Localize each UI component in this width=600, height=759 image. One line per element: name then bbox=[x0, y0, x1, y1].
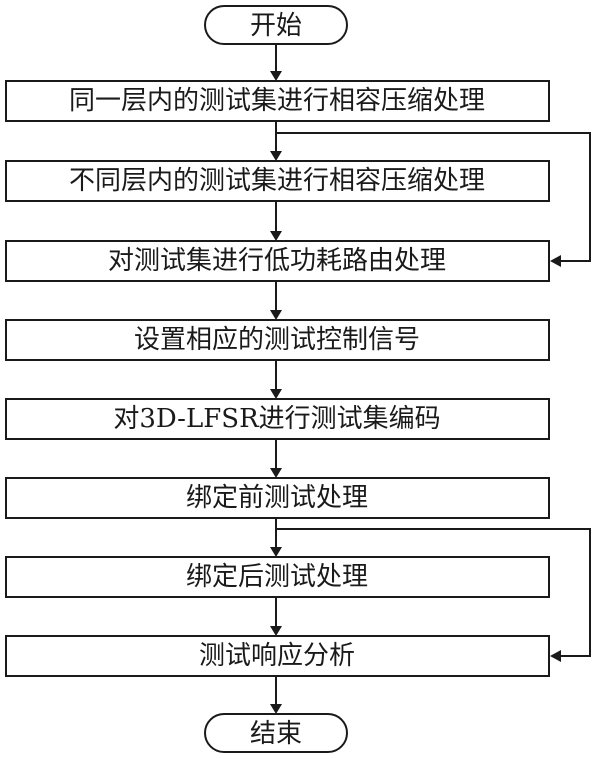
step-box-2 bbox=[5, 160, 550, 202]
arrowhead-7 bbox=[270, 547, 282, 557]
start-label: 开始 bbox=[250, 11, 302, 41]
step-box-8 bbox=[5, 635, 550, 677]
step-label-7: 绑定后测试处理 bbox=[186, 562, 368, 592]
bypass-arrowhead-1 bbox=[550, 255, 561, 267]
arrowhead-6 bbox=[270, 468, 282, 478]
step-label-1: 同一层内的测试集进行相容压缩处理 bbox=[69, 86, 485, 116]
arrowhead-2 bbox=[270, 151, 282, 161]
bypass-step1-to-step3 bbox=[276, 132, 591, 262]
step-box-1 bbox=[5, 80, 550, 122]
step-label-8: 测试响应分析 bbox=[199, 641, 355, 671]
step-box-6 bbox=[5, 477, 550, 519]
bypass-step6-to-step8 bbox=[276, 528, 591, 657]
arrowhead-9 bbox=[270, 704, 282, 714]
arrowhead-3 bbox=[270, 231, 282, 241]
step-label-5: 对3D-LFSR进行测试集编码 bbox=[113, 404, 440, 434]
step-label-3: 对测试集进行低功耗路由处理 bbox=[108, 246, 446, 276]
arrowhead-1 bbox=[270, 71, 282, 81]
arrowhead-5 bbox=[270, 389, 282, 399]
bypass-arrowhead-2 bbox=[550, 650, 561, 662]
step-box-4 bbox=[5, 319, 550, 361]
step-label-2: 不同层内的测试集进行相容压缩处理 bbox=[69, 166, 485, 196]
step-label-4: 设置相应的测试控制信号 bbox=[134, 325, 420, 355]
arrowhead-8 bbox=[270, 626, 282, 636]
end-label: 结束 bbox=[250, 719, 302, 749]
step-label-6: 绑定前测试处理 bbox=[186, 483, 368, 513]
arrowhead-4 bbox=[270, 310, 282, 320]
step-box-3 bbox=[5, 240, 550, 282]
step-box-5 bbox=[5, 398, 550, 440]
step-box-7 bbox=[5, 556, 550, 598]
